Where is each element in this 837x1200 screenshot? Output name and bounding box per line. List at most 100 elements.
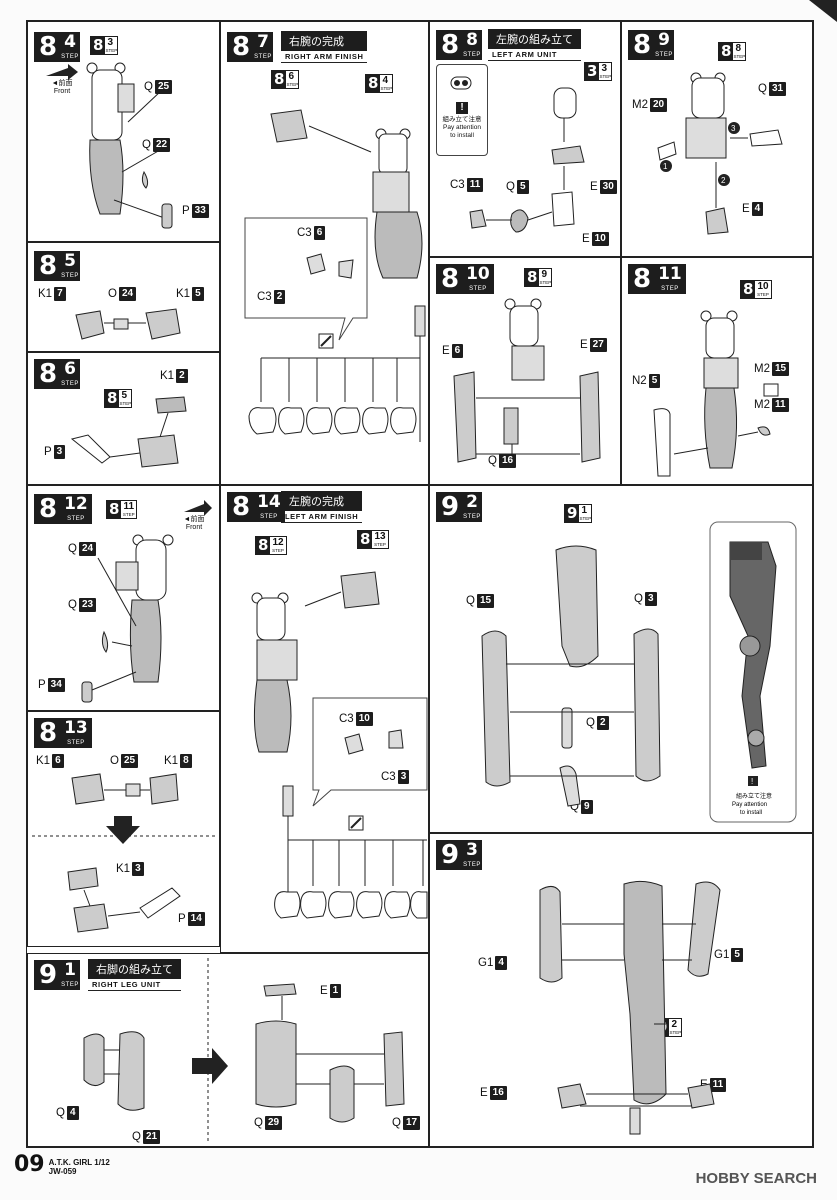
step-title: 左腕の完成 LEFT ARM FINISH	[281, 491, 363, 523]
leg-drawing	[83, 958, 405, 1144]
arm-drawing	[46, 62, 173, 229]
svg-text:1: 1	[663, 162, 668, 171]
svg-text:2: 2	[721, 176, 726, 185]
connector-icon	[450, 76, 472, 90]
step-sub-number: 4	[64, 32, 76, 52]
svg-text:組み立て注意: 組み立て注意	[736, 792, 772, 800]
arm-unit-drawing	[453, 298, 601, 463]
step-title: 右脚の組み立て RIGHT LEG UNIT	[88, 959, 181, 991]
svg-text:to install: to install	[740, 810, 762, 816]
leg-drawing	[539, 880, 721, 1135]
svg-text:Pay attention: Pay attention	[732, 802, 767, 808]
arm-unit-drawing: 1 2 3	[657, 72, 783, 235]
arm-unit-drawing	[653, 310, 779, 477]
watermark: HOBBY SEARCH	[695, 1170, 817, 1187]
arm-finish-drawing	[244, 109, 426, 442]
step-title: 左腕の組み立て LEFT ARM UNIT	[488, 29, 581, 61]
arm-drawing	[81, 500, 212, 703]
leg-drawing: ! 組み立て注意 Pay attention to install	[481, 521, 797, 823]
model-code: JW-059	[48, 1167, 77, 1176]
joint-drawing	[32, 773, 216, 933]
arm-finish-drawing	[251, 571, 428, 919]
arm-unit-drawing	[469, 87, 585, 233]
